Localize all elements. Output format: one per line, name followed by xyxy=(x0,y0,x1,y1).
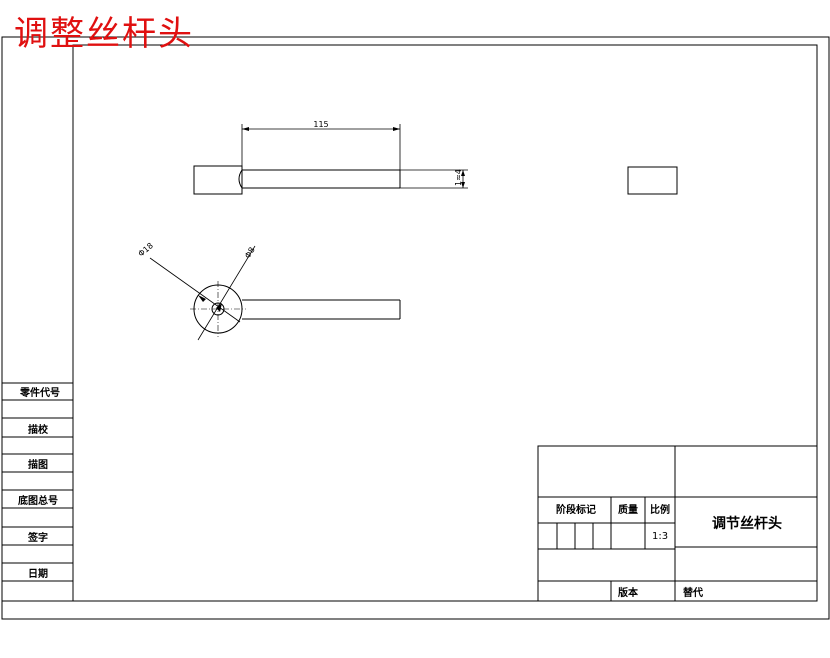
label-base-number: 底图总号 xyxy=(18,494,58,507)
label-version: 版本 xyxy=(618,586,639,599)
front-view xyxy=(193,165,401,195)
dim-length: 115 xyxy=(313,120,328,129)
label-date: 日期 xyxy=(28,567,48,580)
label-signature: 签字 xyxy=(27,531,48,544)
side-view xyxy=(627,166,678,195)
dim-inner-diameter: Φ8 xyxy=(243,246,257,260)
thickness-dimension xyxy=(400,169,468,189)
label-weight: 质量 xyxy=(618,503,638,516)
label-scale: 比例 xyxy=(650,503,670,516)
part-name: 调节丝杆头 xyxy=(712,515,782,532)
drawing-title-overlay: 调整丝杆头 xyxy=(14,14,194,54)
label-trace-drawing: 描图 xyxy=(28,458,48,471)
outer-border xyxy=(1,36,830,620)
label-replace: 替代 xyxy=(683,586,703,599)
dim-outer-diameter: Φ18 xyxy=(137,241,155,258)
length-dimension xyxy=(241,124,401,170)
scale-value: 1:3 xyxy=(652,531,668,542)
label-trace-check: 描校 xyxy=(28,423,49,436)
diameter-leaders xyxy=(149,245,256,341)
label-stage-mark: 阶段标记 xyxy=(556,503,596,516)
end-block xyxy=(193,165,243,195)
title-block xyxy=(537,445,818,602)
inner-frame xyxy=(72,44,818,602)
left-column xyxy=(2,382,73,582)
label-part-code: 零件代号 xyxy=(19,386,60,399)
break-line xyxy=(238,169,243,189)
dim-thickness: 1≈4 xyxy=(454,169,463,186)
